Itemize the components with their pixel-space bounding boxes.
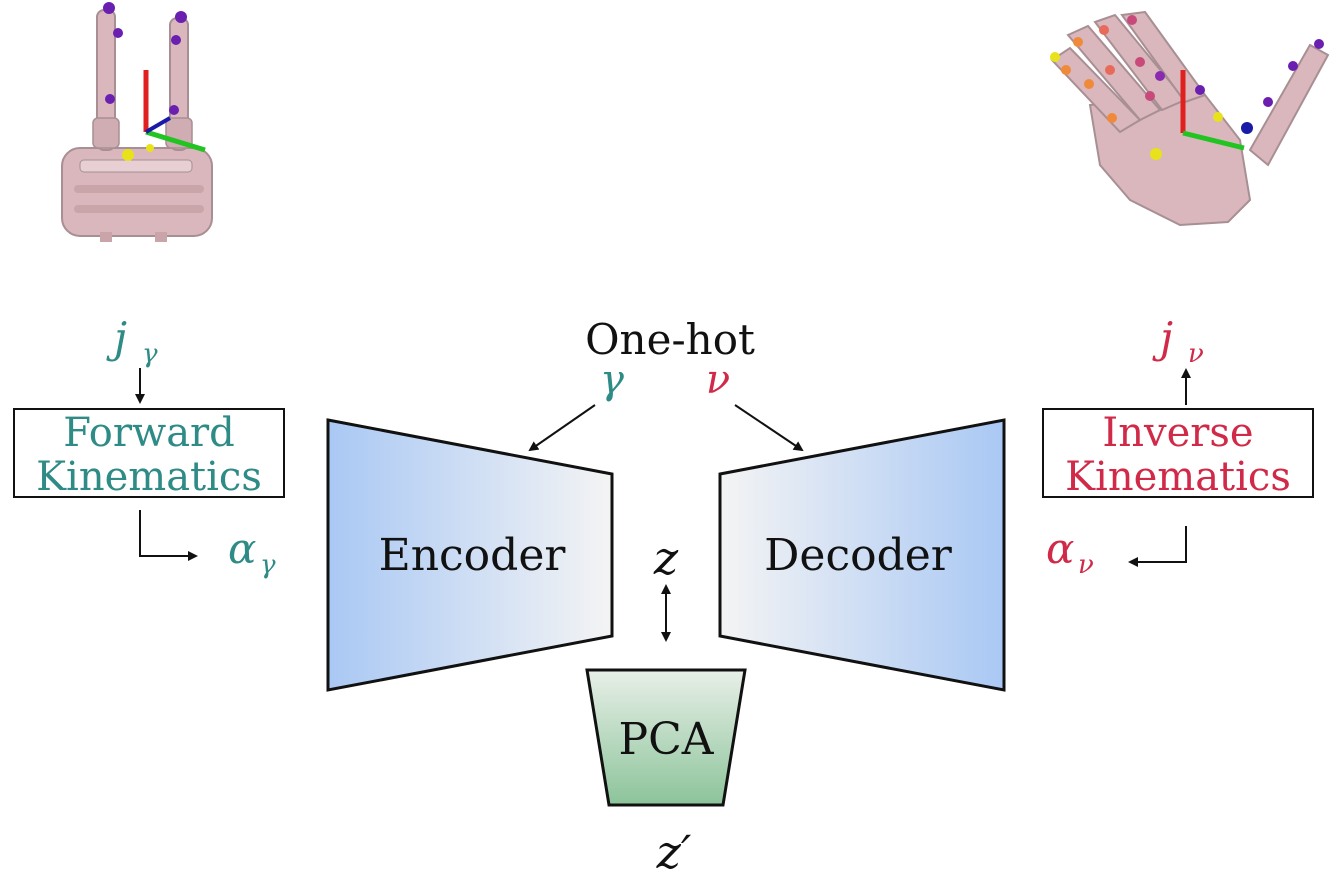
alpha-gamma: α γ: [228, 524, 276, 580]
pca-block: PCA: [585, 668, 747, 807]
inverse-kinematics-label-2: Kinematics: [1065, 454, 1291, 500]
gamma-to-encoder-arrow: [528, 404, 596, 452]
pca-label: PCA: [618, 714, 714, 765]
alpha-nu: α ν: [1046, 524, 1094, 580]
output-joints-symbol: j: [1152, 313, 1173, 362]
forward-to-alpha-arrow: [139, 510, 198, 561]
inverse-kinematics-label-1: Inverse: [1102, 410, 1253, 456]
input-joints-gamma: j γ: [106, 313, 158, 369]
one-hot-gamma: γ: [600, 357, 624, 403]
alpha-gamma-subscript: γ: [260, 550, 276, 580]
decoder-label: Decoder: [764, 530, 953, 581]
output-joints-nu: j ν: [1152, 313, 1204, 369]
input-joints-subscript: γ: [142, 339, 158, 369]
one-hot-nu: ν: [706, 357, 730, 403]
decoder-block: Decoder: [718, 418, 1006, 692]
two-finger-gripper-icon: [61, 2, 213, 242]
forward-kinematics-box: Forward Kinematics: [13, 408, 285, 500]
five-finger-hand-icon: [1050, 10, 1330, 227]
latent-z-prime: z′: [656, 825, 692, 878]
output-joints-subscript: ν: [1188, 339, 1204, 369]
encoder-label: Encoder: [379, 530, 567, 581]
forward-kinematics-label-1: Forward: [63, 410, 235, 456]
alpha-to-inverse-arrow: [1128, 526, 1187, 567]
encoder-block: Encoder: [326, 418, 614, 692]
input-joints-symbol: j: [106, 313, 127, 362]
latent-z: z: [653, 531, 679, 585]
alpha-nu-subscript: ν: [1078, 550, 1094, 580]
alpha-nu-symbol: α: [1046, 524, 1074, 573]
forward-kinematics-label-2: Kinematics: [36, 454, 262, 500]
one-hot-label: One-hot: [585, 315, 755, 364]
nu-to-decoder-arrow: [734, 404, 804, 452]
alpha-gamma-symbol: α: [228, 524, 256, 573]
inverse-kinematics-box: Inverse Kinematics: [1042, 408, 1314, 500]
